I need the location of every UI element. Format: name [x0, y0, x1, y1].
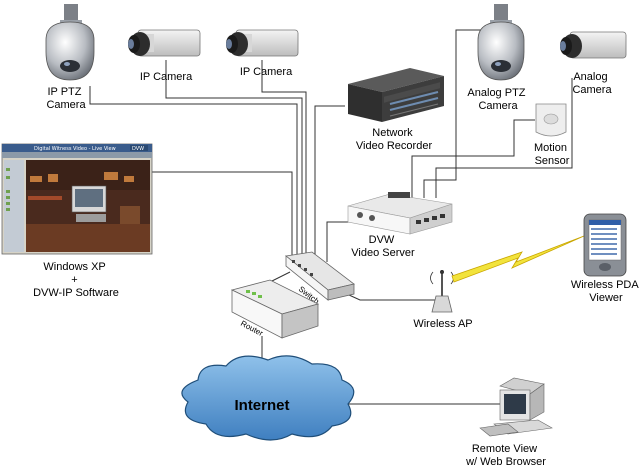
remote-computer-icon: [479, 377, 553, 437]
network-video-recorder-icon: [348, 68, 444, 122]
windows-software-screenshot: Digital Witness Video - Live View DVW: [1, 143, 153, 255]
cable-pc-to-switch: [152, 171, 293, 258]
screen-logo: DVW: [132, 146, 144, 152]
motion-sensor-icon: [535, 103, 567, 137]
wireless-ap-label: Wireless AP: [413, 318, 472, 330]
internet-label: Internet: [234, 397, 289, 414]
ip-camera-1-label: IP Camera: [140, 71, 193, 83]
wireless-pda-icon: [583, 213, 627, 277]
analog-camera-label: Analog Camera: [572, 71, 612, 96]
cable-server-to-switch: [326, 221, 352, 262]
wireless-pda-label: Wireless PDA Viewer: [571, 279, 640, 304]
ip-ptz-camera-icon: [45, 4, 95, 81]
wireless-link-bolt: [451, 235, 585, 283]
internet-cloud-icon: [181, 355, 355, 441]
ip-camera-1-icon: [128, 29, 201, 57]
cable-analog-camera-to-server: [435, 78, 573, 198]
ip-ptz-camera-label: IP PTZ Camera: [46, 86, 86, 111]
cable-ip-ptz-to-switch: [89, 86, 298, 256]
dvw-video-server-icon: [347, 192, 453, 235]
router-icon: [230, 279, 320, 339]
analog-ptz-camera-label: Analog PTZ Camera: [467, 87, 528, 112]
motion-sensor-label: Motion Sensor: [534, 142, 570, 167]
ip-camera-2-icon: [226, 29, 299, 57]
windows-pc-label: Windows XP + DVW-IP Software: [33, 261, 119, 299]
cable-analog-ptz-to-server: [423, 29, 500, 198]
nvr-label: Network Video Recorder: [356, 127, 433, 152]
cable-nvr-to-switch: [314, 105, 345, 258]
cable-ip-camera-1-to-switch: [165, 60, 303, 256]
cable-ip-camera-2-to-switch: [261, 60, 307, 256]
analog-camera-icon: [560, 31, 627, 59]
wireless-ap-icon: [430, 270, 454, 313]
ip-camera-2-label: IP Camera: [240, 66, 293, 78]
network-switch-icon: [285, 251, 355, 301]
analog-ptz-camera-icon: [477, 4, 525, 81]
screen-title: Digital Witness Video - Live View: [34, 146, 116, 152]
dvw-video-server-label: DVW Video Server: [351, 234, 415, 259]
cable-motion-sensor-to-server: [411, 119, 535, 198]
remote-view-label: Remote View w/ Web Browser: [465, 443, 546, 468]
